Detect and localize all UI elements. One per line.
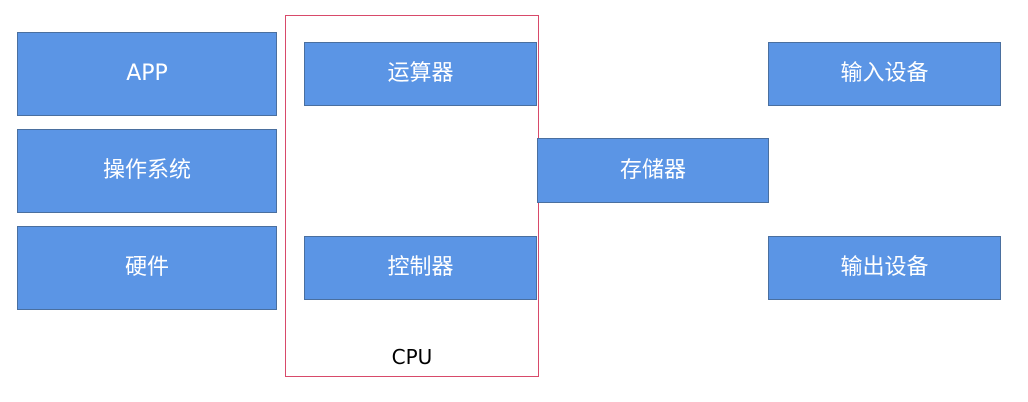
output-device-box: 输出设备 [768,236,1001,300]
app-box: APP [17,32,277,116]
hardware-box: 硬件 [17,226,277,310]
cpu-label: CPU [391,345,433,369]
operating-system-box: 操作系统 [17,129,277,213]
alu-box: 运算器 [304,42,537,106]
controller-box: 控制器 [304,236,537,300]
input-device-box: 输入设备 [768,42,1001,106]
memory-box: 存储器 [537,138,769,203]
